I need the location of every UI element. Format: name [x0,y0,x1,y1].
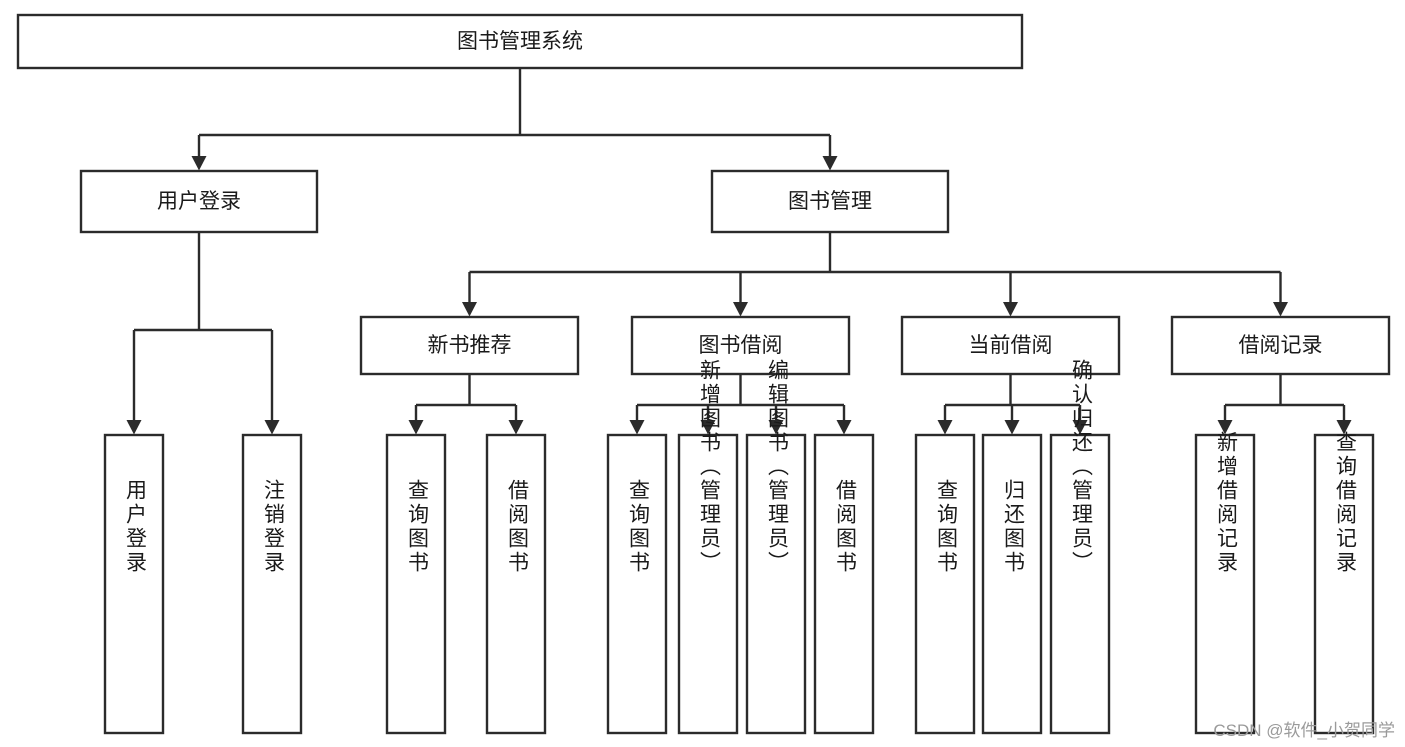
node-box [1194,433,1256,735]
node-label: 查询图书 [405,479,429,575]
node-label: 编辑图书（管理员） [765,359,789,575]
node-box [1313,433,1375,735]
node-label: 新增图书（管理员） [697,359,721,575]
node-book-borrow[interactable]: 图书借阅 [630,315,851,376]
node-leaf-query-book-3[interactable]: 查询图书 [914,433,976,735]
arrow-head-icon [700,420,716,435]
node-label: 借阅图书 [833,479,857,575]
node-box [981,433,1043,735]
node-box [385,433,447,735]
node-box [1049,433,1111,735]
arrow-head-icon [1273,302,1288,317]
arrow-head-icon [508,420,524,435]
node-user-login[interactable]: 用户登录 [79,169,319,234]
node-label: 当前借阅 [969,334,1053,357]
arrow-head-icon [408,420,424,435]
node-box [79,169,319,234]
node-label: 图书借阅 [699,334,783,357]
node-label: 归还图书 [1001,479,1025,575]
node-box [103,433,165,735]
node-box [1170,315,1391,376]
node-label: 确认归还（管理员） [1069,359,1093,575]
node-box [677,433,739,735]
node-leaf-query-book-2[interactable]: 查询图书 [606,433,668,735]
arrow-head-icon [462,302,477,317]
arrow-head-icon [191,156,207,171]
node-layer: 图书管理系统用户登录图书管理新书推荐图书借阅当前借阅借阅记录用户登录注销登录查询… [16,13,1391,735]
node-leaf-logout[interactable]: 注销登录 [241,433,303,735]
node-box [630,315,851,376]
node-box [606,433,668,735]
node-leaf-borrow-book-1[interactable]: 借阅图书 [485,433,547,735]
node-leaf-confirm-return[interactable]: 确认归还（管理员） [1049,359,1111,735]
node-leaf-add-book[interactable]: 新增图书（管理员） [677,359,739,735]
arrow-head-icon [1004,420,1020,435]
node-new-book-recommend[interactable]: 新书推荐 [359,315,580,376]
node-label: 图书管理 [788,190,872,213]
node-leaf-user-login[interactable]: 用户登录 [103,433,165,735]
node-label: 新增借阅记录 [1214,431,1238,575]
node-box [16,13,1024,70]
node-box [745,433,807,735]
arrow-head-icon [126,420,142,435]
node-label: 借阅记录 [1239,334,1323,357]
node-label: 图书管理系统 [457,30,583,53]
arrow-head-icon [836,420,852,435]
node-leaf-add-record[interactable]: 新增借阅记录 [1194,431,1256,735]
arrow-head-icon [1336,420,1352,435]
arrow-head-icon [264,420,280,435]
node-label: 借阅图书 [505,479,529,575]
node-box [485,433,547,735]
node-leaf-borrow-book-2[interactable]: 借阅图书 [813,433,875,735]
arrow-head-icon [629,420,645,435]
node-label: 新书推荐 [428,334,512,357]
arrow-head-icon [1217,420,1233,435]
node-box [710,169,950,234]
arrow-head-icon [1072,420,1088,435]
node-current-borrow[interactable]: 当前借阅 [900,315,1121,376]
arrow-head-icon [768,420,784,435]
node-borrow-record[interactable]: 借阅记录 [1170,315,1391,376]
node-box [900,315,1121,376]
node-label: 查询借阅记录 [1333,431,1357,575]
node-leaf-edit-book[interactable]: 编辑图书（管理员） [745,359,807,735]
node-root[interactable]: 图书管理系统 [16,13,1024,70]
arrow-head-icon [1003,302,1018,317]
node-label: 注销登录 [261,479,285,575]
node-box [813,433,875,735]
node-label: 查询图书 [934,479,958,575]
node-box [914,433,976,735]
node-box [241,433,303,735]
node-label: 查询图书 [626,479,650,575]
node-leaf-query-record[interactable]: 查询借阅记录 [1313,431,1375,735]
connector-layer [126,68,1352,435]
node-label: 用户登录 [157,190,241,213]
arrow-head-icon [937,420,953,435]
node-box [359,315,580,376]
arrow-head-icon [822,156,838,171]
arrow-head-icon [733,302,748,317]
node-book-management[interactable]: 图书管理 [710,169,950,234]
node-leaf-query-book-1[interactable]: 查询图书 [385,433,447,735]
node-label: 用户登录 [123,479,147,575]
node-leaf-return-book[interactable]: 归还图书 [981,433,1043,735]
